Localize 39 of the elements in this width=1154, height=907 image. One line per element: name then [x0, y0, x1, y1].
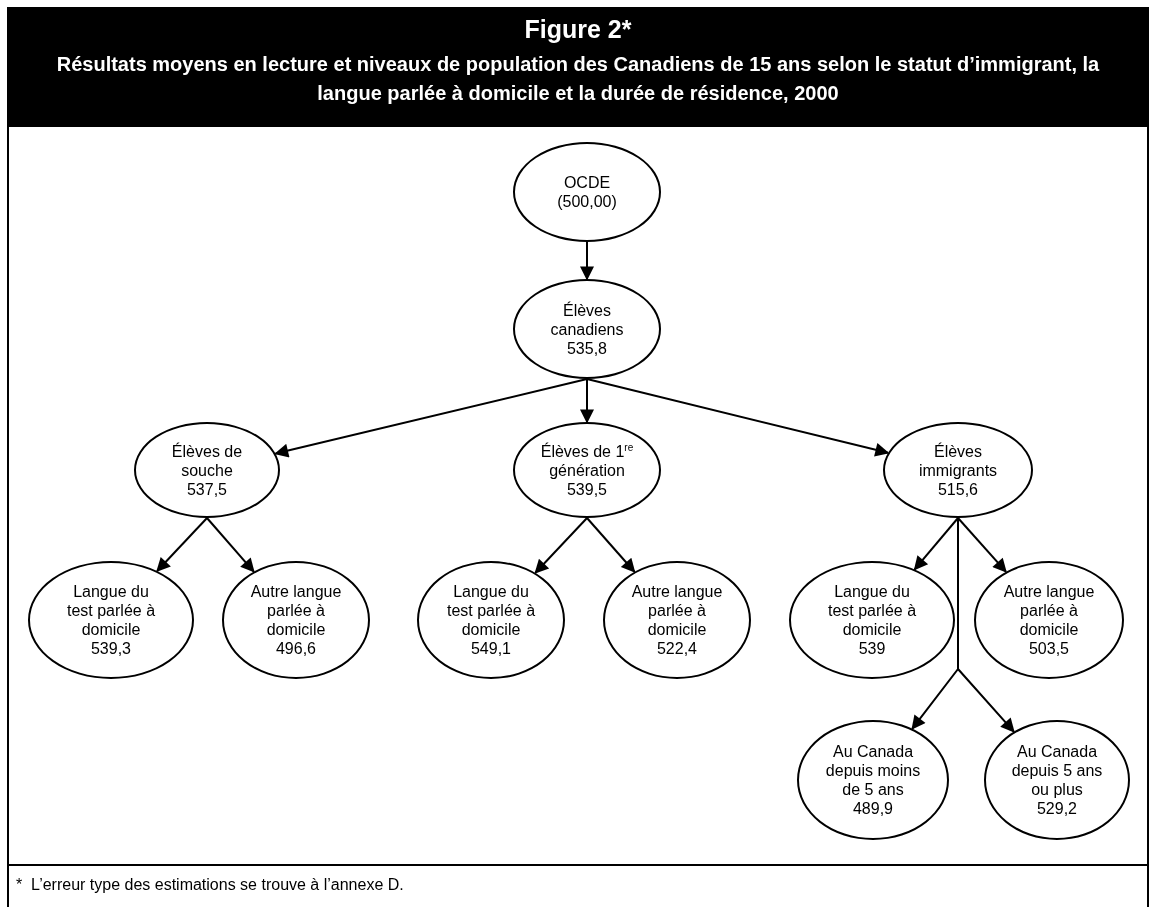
arrow — [957, 517, 1015, 733]
node-label: Langue du test parlée à domicile — [65, 582, 157, 639]
score-value: 535,8 — [565, 338, 608, 358]
arrow — [580, 378, 594, 424]
node-label: Au Canada depuis moins de 5 ans — [824, 742, 922, 799]
score-value: 537,5 — [185, 479, 228, 499]
score-value: 549,1 — [469, 639, 512, 658]
arrow — [586, 517, 636, 573]
arrow — [957, 517, 1007, 573]
arrow — [156, 517, 208, 572]
score-value: 496,6 — [274, 639, 317, 658]
arrow — [534, 517, 588, 574]
score-value: 515,6 — [936, 479, 979, 499]
score-value: 529,2 — [1035, 799, 1078, 818]
arrow — [206, 517, 255, 573]
figure-title: Figure 2* — [523, 14, 633, 44]
figure-subtitle: Résultats moyens en lecture et niveaux de population des Canadiens de 15 ans selon le statut d’immigrant, la langue parlée à domicile et la durée de résidence, 2000 — [55, 52, 1101, 106]
score-value: 489,9 — [851, 799, 894, 818]
score-value: 503,5 — [1027, 639, 1070, 658]
score-value: (500,00) — [556, 192, 618, 211]
node-label: Au Canada depuis 5 ans ou plus — [1010, 742, 1104, 799]
node-label: OCDE — [562, 173, 612, 192]
node-label: Langue du test parlée à domicile — [445, 582, 537, 639]
arrow — [580, 241, 594, 281]
node-label: Élèves de 1$^{re}$ génération — [539, 441, 635, 480]
node-label: Autre langue parlée à domicile — [1002, 582, 1096, 639]
score-value: 522,4 — [655, 639, 698, 658]
score-value: 539,3 — [89, 639, 132, 658]
node-label: Élèves canadiens — [549, 300, 625, 339]
arrow — [274, 378, 588, 458]
node-label: Élèves immigrants — [917, 441, 999, 480]
score-value: 539,5 — [565, 479, 608, 499]
arrow — [913, 517, 959, 571]
node-label: Autre langue parlée à domicile — [630, 582, 724, 639]
score-value: 539 — [857, 639, 887, 658]
footnote: * L’erreur type des estimations se trouve à l’annexe D. — [16, 876, 404, 894]
node-label: Langue du test parlée à domicile — [826, 582, 918, 639]
node-label: Élèves de souche — [170, 441, 244, 480]
node-label: Autre langue parlée à domicile — [249, 582, 343, 639]
